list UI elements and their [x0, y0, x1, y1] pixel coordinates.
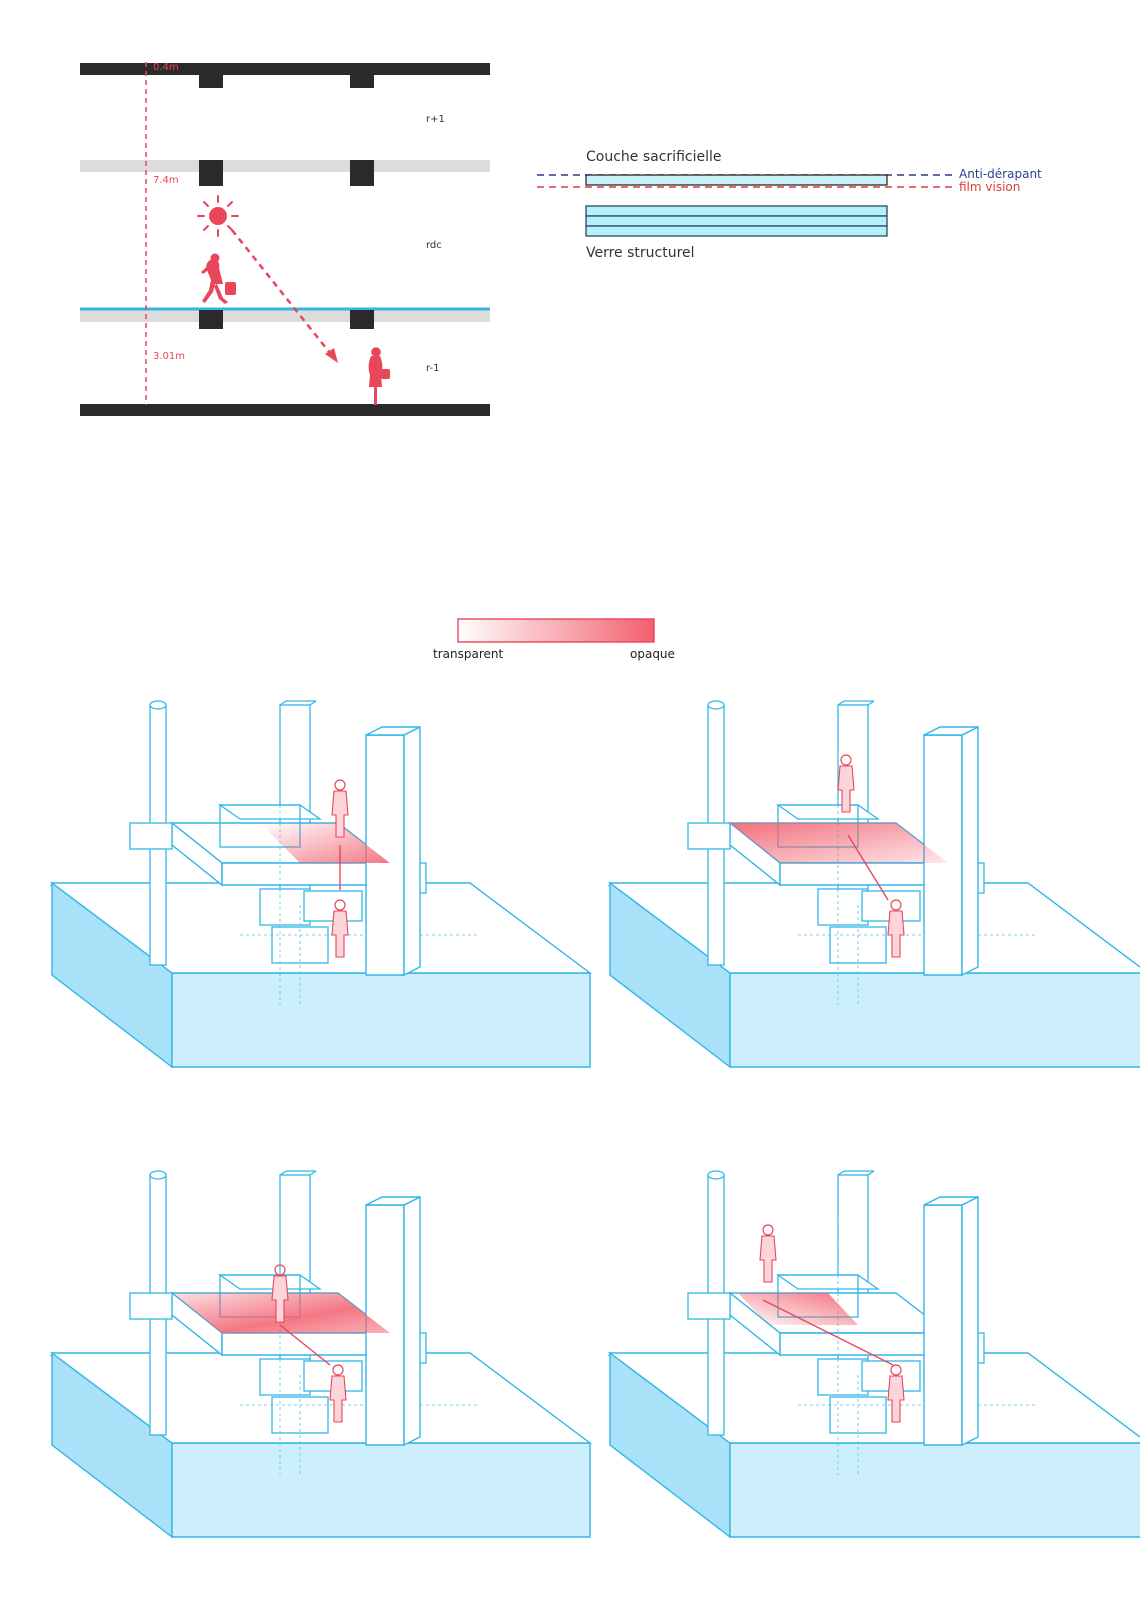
- legend-gradient-bar: [457, 618, 655, 643]
- sacrificial-layer: [585, 174, 888, 186]
- anti-slip-label: Anti-dérapant: [959, 167, 1042, 181]
- level-ground: rdc: [426, 240, 442, 251]
- sight-arrow: [279, 1324, 331, 1366]
- shading-region: [738, 1293, 858, 1325]
- structural-glass-2: [585, 215, 888, 227]
- dim-top: 0.4m: [153, 62, 179, 73]
- sacrificial-layer-label: Couche sacrificielle: [586, 149, 721, 165]
- structural-glass-label: Verre structurel: [586, 245, 695, 261]
- shading-region: [730, 823, 948, 863]
- legend-opaque: opaque: [630, 647, 675, 661]
- beam-top-1: [199, 75, 223, 88]
- legend-transparent: transparent: [433, 647, 503, 661]
- opacity-legend: transparent opaque: [433, 618, 675, 661]
- slab-top: [80, 63, 490, 75]
- sight-arrow: [762, 1299, 894, 1366]
- slab-bottom: [80, 404, 490, 416]
- vision-film-label: film vision: [959, 180, 1020, 194]
- beam-mid-2: [350, 160, 374, 186]
- slab-glass: [80, 310, 490, 322]
- light-ray-arrow: [231, 229, 338, 363]
- beam-low-2: [350, 310, 374, 329]
- level-lower: r-1: [426, 363, 439, 374]
- beam-top-2: [350, 75, 374, 88]
- level-upper: r+1: [426, 114, 445, 125]
- iso-view-1: [49, 700, 591, 1068]
- dim-bottom: 3.01m: [153, 351, 185, 362]
- slab-middle: [80, 160, 490, 172]
- section-drawing: 0.4m 7.4m 3.01m r+1 rdc r-1: [80, 62, 490, 416]
- walking-person-icon: [201, 253, 236, 304]
- standing-person-icon: [368, 347, 390, 405]
- iso-view-2: [607, 700, 1140, 1068]
- structural-glass-1: [585, 205, 888, 217]
- sun-icon: [197, 195, 239, 237]
- iso-view-4: [607, 1170, 1140, 1538]
- sight-arrow: [847, 834, 889, 901]
- dim-middle: 7.4m: [153, 175, 179, 186]
- beam-low-1: [199, 310, 223, 329]
- person-upper-icon: [759, 1224, 777, 1283]
- beam-mid-1: [199, 160, 223, 186]
- structural-glass-3: [585, 225, 888, 237]
- shading-region: [260, 823, 390, 863]
- iso-view-3: [49, 1170, 591, 1538]
- glass-layer-detail: Couche sacrificielle Anti-dérapant film …: [537, 149, 1042, 261]
